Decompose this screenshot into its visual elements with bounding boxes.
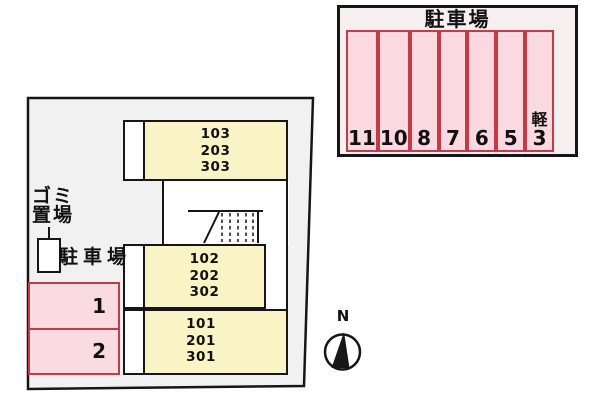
stall-number: 2 — [92, 339, 106, 364]
unit-block-101 — [143, 309, 288, 375]
garbage-area-label: ゴミ 置場 — [32, 187, 74, 225]
unit-number: 101 — [186, 316, 216, 332]
parking-stall-8: 8 — [409, 30, 439, 152]
stall-number: 6 — [474, 126, 489, 150]
parking-stall-10: 10 — [377, 30, 410, 152]
stall-number: 1 — [92, 293, 106, 318]
stall-number: 5 — [503, 126, 518, 150]
parking-lot-stalls: 11 10 8 7 6 5 軽 3 — [346, 30, 554, 152]
site-stall-2: 2 — [30, 327, 118, 374]
parking-stall-6: 6 — [467, 30, 497, 152]
balcony-strip-top — [123, 120, 145, 181]
stall-number: 7 — [446, 126, 460, 150]
unit-numbers-103: 103 203 303 — [145, 126, 286, 176]
garbage-label-line1: ゴミ — [32, 185, 75, 207]
unit-block-102 — [143, 244, 266, 309]
unit-numbers-102: 102 202 302 — [145, 251, 264, 301]
stall-number: 3 — [532, 126, 547, 150]
site-parking-stalls: 1 2 — [28, 282, 120, 375]
site-stall-1: 1 — [30, 284, 118, 328]
unit-block-103 — [143, 120, 288, 181]
unit-number: 102 — [189, 251, 220, 267]
stall-number: 8 — [417, 126, 432, 150]
unit-number: 302 — [189, 284, 220, 300]
parking-lot-box: 駐車場 11 10 8 7 6 5 軽 3 — [337, 5, 578, 157]
parking-stall-11: 11 — [346, 30, 378, 152]
site-parking-label: 駐車場 — [59, 246, 132, 268]
north-label: N — [336, 307, 350, 325]
parking-lot-title: 駐車場 — [424, 7, 491, 31]
stair-hall — [163, 180, 289, 245]
parking-stall-kei-3: 軽 3 — [525, 30, 554, 152]
compass-icon — [323, 332, 362, 371]
stairs-icon — [188, 210, 263, 244]
parking-stall-5: 5 — [496, 30, 526, 152]
stall-number: 11 — [348, 126, 376, 150]
unit-number: 202 — [189, 267, 220, 284]
corridor — [264, 244, 288, 310]
kei-size-label: 軽 — [531, 110, 548, 129]
garbage-label-line2: 置場 — [32, 204, 75, 226]
parking-stall-7: 7 — [438, 30, 468, 152]
unit-number: 303 — [200, 159, 231, 175]
stall-number: 10 — [379, 126, 408, 150]
unit-number: 301 — [186, 349, 216, 365]
garbage-bin-icon — [37, 227, 61, 273]
unit-number: 201 — [186, 332, 216, 349]
unit-numbers-101: 101 201 301 — [131, 316, 271, 366]
unit-number: 203 — [200, 142, 231, 159]
unit-number: 103 — [200, 126, 231, 142]
